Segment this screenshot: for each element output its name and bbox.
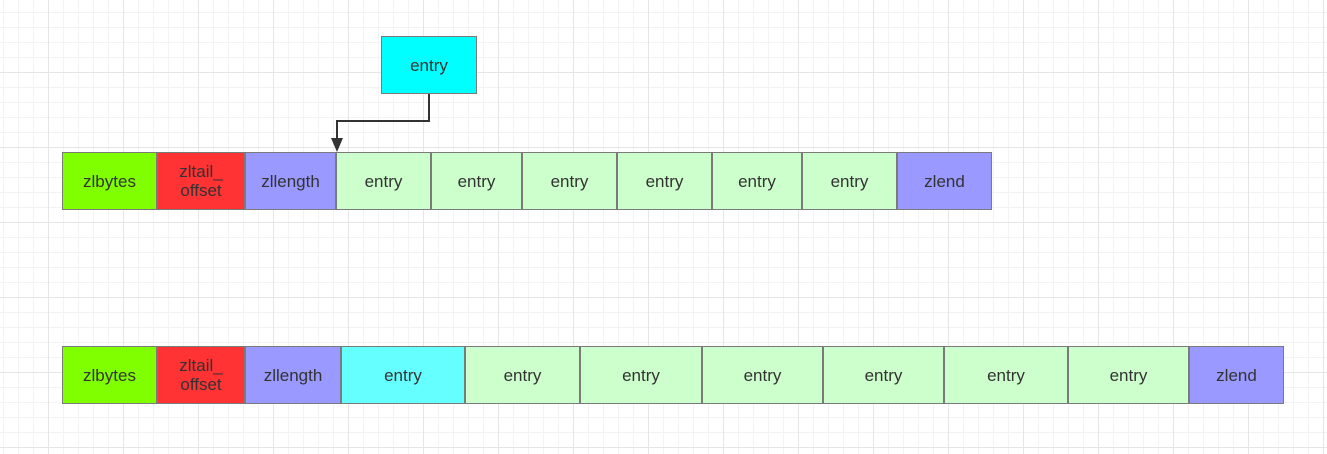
entry-cell: entry [465,346,580,404]
entry-cell: entry [580,346,702,404]
zltail-offset-cell: zltail_ offset [157,346,245,404]
new-entry-box: entry [381,36,477,94]
zlend-cell: zlend [1189,346,1284,404]
zllength-cell: zllength [245,152,336,210]
insert-arrow-head [331,138,343,152]
entry-cell: entry [522,152,617,210]
zlbytes-cell: zlbytes [62,152,157,210]
entry-cell: entry [431,152,522,210]
entry-cell: entry [823,346,944,404]
entry-cell: entry [1068,346,1189,404]
entry-cell: entry [336,152,431,210]
zltail-offset-cell: zltail_ offset [157,152,245,210]
entry-cell: entry [617,152,712,210]
zllength-cell: zllength [245,346,341,404]
insert-arrow-line [336,94,430,141]
entry-cell: entry [712,152,802,210]
inserted-entry-cell: entry [341,346,465,404]
zlend-cell: zlend [897,152,992,210]
entry-cell: entry [944,346,1068,404]
zlbytes-cell: zlbytes [62,346,157,404]
entry-cell: entry [702,346,823,404]
entry-cell: entry [802,152,897,210]
